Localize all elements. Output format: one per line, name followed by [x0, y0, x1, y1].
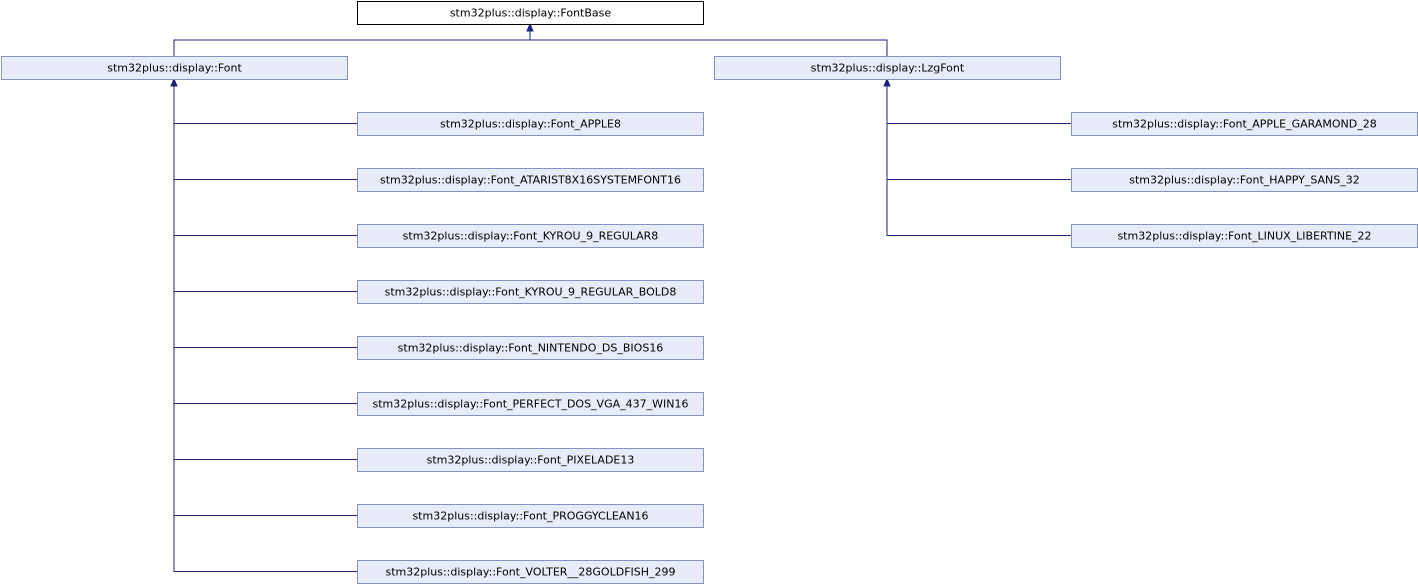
- class-box[interactable]: [357, 448, 704, 472]
- class-label: stm32plus::display::LzgFont: [811, 62, 965, 75]
- class-box[interactable]: [357, 504, 704, 528]
- class-label: stm32plus::display::FontBase: [450, 7, 612, 20]
- edge-nds-to-font: [173, 85, 357, 348]
- class-label: stm32plus::display::Font_APPLE8: [440, 118, 621, 131]
- class-label: stm32plus::display::Font_HAPPY_SANS_32: [1129, 174, 1360, 187]
- class-label: stm32plus::display::Font_VOLTER__28GOLDF…: [385, 566, 675, 579]
- class-node-kyrou[interactable]: stm32plus::display::Font_KYROU_9_REGULAR…: [357, 224, 704, 248]
- class-node-garamond[interactable]: stm32plus::display::Font_APPLE_GARAMOND_…: [1071, 112, 1418, 136]
- class-box[interactable]: [357, 280, 704, 304]
- edge-kyroub-to-font: [173, 85, 357, 292]
- class-box[interactable]: [1, 56, 348, 80]
- class-node-fontbase[interactable]: stm32plus::display::FontBase: [357, 1, 704, 25]
- class-node-nds[interactable]: stm32plus::display::Font_NINTENDO_DS_BIO…: [357, 336, 704, 360]
- class-box[interactable]: [357, 392, 704, 416]
- class-label: stm32plus::display::Font_KYROU_9_REGULAR…: [403, 230, 659, 243]
- edge-dosvga-to-font: [173, 85, 357, 404]
- edge-lzgfont-to-fontbase: [529, 30, 888, 56]
- class-node-atari[interactable]: stm32plus::display::Font_ATARIST8X16SYST…: [357, 168, 704, 192]
- class-label: stm32plus::display::Font: [107, 62, 242, 75]
- class-label: stm32plus::display::Font_NINTENDO_DS_BIO…: [398, 342, 664, 355]
- edges-layer: [170, 22, 1071, 572]
- class-label: stm32plus::display::Font_KYROU_9_REGULAR…: [385, 286, 677, 299]
- class-node-proggy[interactable]: stm32plus::display::Font_PROGGYCLEAN16: [357, 504, 704, 528]
- class-box[interactable]: [357, 168, 704, 192]
- edge-atari-to-font: [173, 85, 357, 180]
- edge-proggy-to-font: [173, 85, 357, 516]
- class-node-font[interactable]: stm32plus::display::Font: [1, 56, 348, 80]
- edge-libertine-to-lzgfont: [886, 85, 1071, 236]
- class-box[interactable]: [714, 56, 1061, 80]
- edge-kyrou-to-font: [173, 85, 357, 236]
- class-box[interactable]: [357, 112, 704, 136]
- class-label: stm32plus::display::Font_PERFECT_DOS_VGA…: [373, 398, 689, 411]
- arrowhead-lzgfont: [883, 77, 891, 87]
- class-node-lzgfont[interactable]: stm32plus::display::LzgFont: [714, 56, 1061, 80]
- class-node-kyroub[interactable]: stm32plus::display::Font_KYROU_9_REGULAR…: [357, 280, 704, 304]
- class-label: stm32plus::display::Font_PIXELADE13: [427, 454, 635, 467]
- class-box[interactable]: [357, 336, 704, 360]
- class-node-apple8[interactable]: stm32plus::display::Font_APPLE8: [357, 112, 704, 136]
- edge-happy-to-lzgfont: [886, 85, 1071, 180]
- class-node-happy[interactable]: stm32plus::display::Font_HAPPY_SANS_32: [1071, 168, 1418, 192]
- class-node-pix[interactable]: stm32plus::display::Font_PIXELADE13: [357, 448, 704, 472]
- arrowhead-font: [170, 77, 178, 87]
- edge-apple8-to-font: [173, 85, 357, 124]
- class-label: stm32plus::display::Font_ATARIST8X16SYST…: [380, 174, 681, 187]
- edge-garamond-to-lzgfont: [886, 85, 1071, 124]
- class-label: stm32plus::display::Font_LINUX_LIBERTINE…: [1117, 230, 1371, 243]
- class-box[interactable]: [357, 1, 704, 25]
- arrowhead-fontbase: [526, 22, 534, 32]
- edge-volter-to-font: [173, 85, 357, 572]
- edge-font-to-fontbase: [173, 30, 531, 56]
- class-node-libertine[interactable]: stm32plus::display::Font_LINUX_LIBERTINE…: [1071, 224, 1418, 248]
- class-label: stm32plus::display::Font_PROGGYCLEAN16: [412, 510, 648, 523]
- class-node-dosvga[interactable]: stm32plus::display::Font_PERFECT_DOS_VGA…: [357, 392, 704, 416]
- class-box[interactable]: [357, 224, 704, 248]
- class-label: stm32plus::display::Font_APPLE_GARAMOND_…: [1112, 118, 1377, 131]
- class-node-volter[interactable]: stm32plus::display::Font_VOLTER__28GOLDF…: [357, 560, 704, 584]
